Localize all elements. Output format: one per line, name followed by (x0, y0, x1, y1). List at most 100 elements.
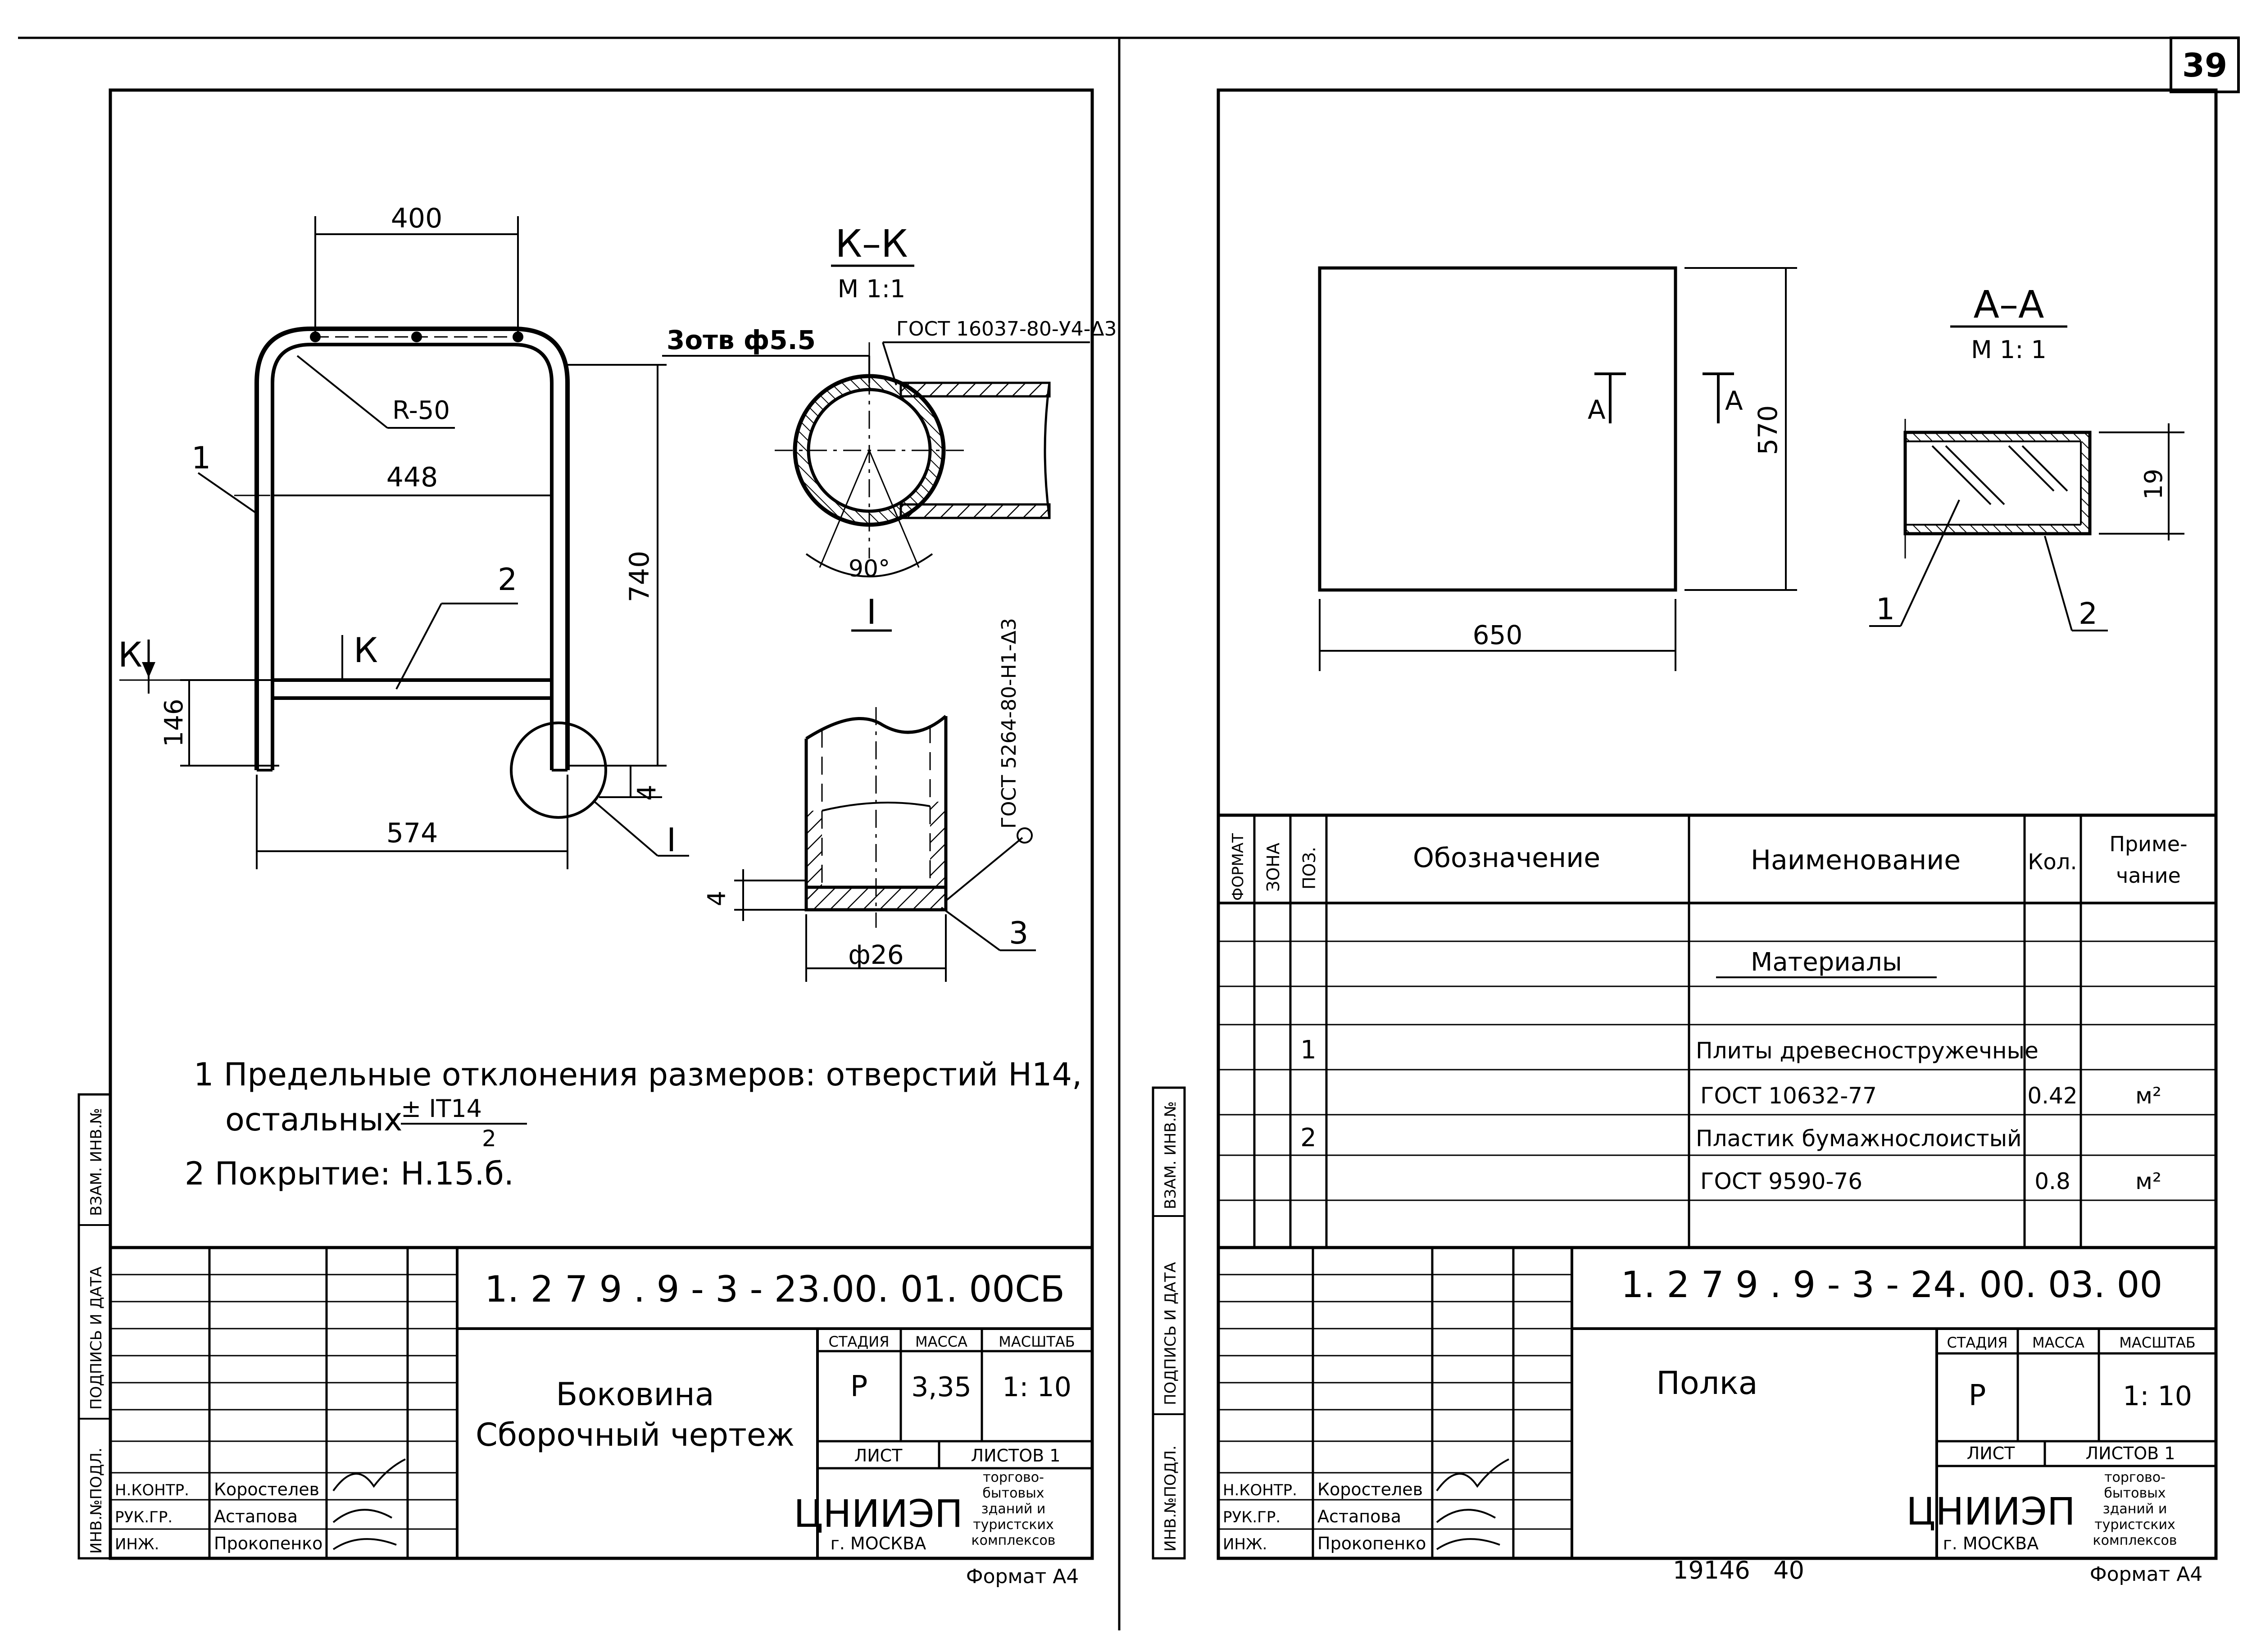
left-role-0: Н.КОНТР. (115, 1481, 189, 1499)
dim-448: 448 (386, 462, 438, 493)
left-side-stamp: ИНВ.№ПОДЛ. ПОДПИСЬ И ДАТА ВЗАМ. ИНВ.№ (77, 1093, 112, 1560)
right-org-desc-0: торгово- (2104, 1470, 2166, 1485)
section-aa-title: А–А (1974, 282, 2044, 327)
spec-table (1217, 813, 2218, 1249)
left-h-stage: СТАДИЯ (829, 1333, 890, 1350)
right-person-0: Коростелев (1317, 1480, 1423, 1499)
right-sheet: ЛИСТ (1967, 1443, 2016, 1463)
dim-740: 740 (624, 551, 655, 603)
node-detail-view (734, 707, 1036, 982)
right-org: ЦНИИЭП (1906, 1489, 2075, 1534)
cut-a-left: А (1588, 395, 1606, 425)
spec-h-format: ФОРМАТ (1229, 833, 1247, 901)
spec-h-pos: ПОЗ. (1299, 847, 1319, 890)
left-person-1: Астапова (214, 1507, 298, 1526)
right-org-desc-3: туристских (2094, 1517, 2175, 1533)
note-1: 1 Предельные отклонения размеров: отверс… (194, 1056, 1082, 1093)
right-title-block (1217, 1246, 2218, 1560)
left-role-2: ИНЖ. (115, 1535, 159, 1553)
spec-row-1-qty: 0.42 (2027, 1083, 2077, 1109)
pos-label-3: 3 (1009, 916, 1028, 951)
left-role-1: РУК.ГР. (115, 1508, 173, 1526)
spec-row-1-name: ГОСТ 10632-77 (1700, 1083, 1877, 1109)
left-stage: Р (850, 1370, 868, 1403)
shelf-plan-view (1318, 266, 1797, 671)
right-h-mass: МАССА (2032, 1334, 2084, 1351)
side-label-replace: ВЗАМ. ИНВ.№ (87, 1108, 105, 1216)
spec-h-designation: Обозначение (1413, 842, 1600, 874)
dim-d26: ф26 (848, 939, 904, 970)
left-org: ЦНИИЭП (794, 1492, 963, 1536)
r-side-label-inv: ИНВ.№ПОДЛ. (1162, 1445, 1180, 1552)
left-title-block (109, 1246, 1094, 1560)
note-1-tol: ± IT14 (401, 1094, 482, 1123)
spec-materials: Материалы (1751, 948, 1902, 977)
section-aa-scale: М 1: 1 (1971, 336, 2047, 364)
right-org-desc-2: зданий и (2103, 1501, 2167, 1517)
left-org-desc-0: торгово- (983, 1470, 1044, 1485)
right-sheet: ИНВ.№ПОДЛ. ПОДПИСЬ И ДАТА ВЗАМ. ИНВ.№ 65… (1152, 88, 2218, 1586)
spec-h-qty: Кол. (2028, 849, 2077, 875)
spec-row-2-name: Пластик бумажнослоистый (1696, 1126, 2022, 1152)
r-side-label-sign: ПОДПИСЬ И ДАТА (1162, 1262, 1180, 1405)
right-role-0: Н.КОНТР. (1223, 1481, 1297, 1499)
right-code: 1. 2 7 9 . 9 - 3 - 24. 00. 03. 00 (1621, 1264, 2163, 1306)
right-format: Формат А4 (2090, 1563, 2203, 1586)
dim-570: 570 (1753, 405, 1783, 455)
note-1-rest: остальных (225, 1101, 402, 1138)
left-sheets: ЛИСТОВ 1 (971, 1446, 1061, 1466)
spec-row-1-note: м² (2135, 1083, 2161, 1109)
dim-4-detail: 4 (703, 891, 731, 906)
side-label-sign: ПОДПИСЬ И ДАТА (87, 1266, 105, 1410)
node-label: I (667, 821, 676, 859)
left-code: 1. 2 7 9 . 9 - 3 - 23.00. 01. 00СБ (485, 1268, 1065, 1310)
left-city: г. МОСКВА (831, 1534, 926, 1553)
dim-19: 19 (2139, 469, 2168, 500)
spec-h-name: Наименование (1751, 844, 1961, 876)
dim-r50: R-50 (392, 396, 450, 425)
spec-h-zone: ЗОНА (1263, 843, 1283, 892)
pos-label-1: 1 (191, 440, 211, 476)
left-org-desc-2: зданий и (981, 1501, 1046, 1517)
right-org-desc-4: комплексов (2093, 1533, 2177, 1548)
section-kk-title: К–К (835, 222, 908, 266)
section-k-left: К (118, 635, 142, 675)
dim-4-frame: 4 (632, 785, 662, 801)
left-format: Формат А4 (966, 1565, 1079, 1588)
right-side-stamp: ИНВ.№ПОДЛ. ПОДПИСЬ И ДАТА ВЗАМ. ИНВ.№ (1152, 1086, 1186, 1560)
left-person-0: Коростелев (214, 1480, 319, 1499)
right-person-2: Прокопенко (1317, 1534, 1426, 1553)
spec-row-0-name: Плиты древесностружечные (1696, 1038, 2039, 1064)
section-kk-scale: М 1:1 (838, 275, 906, 303)
right-org-desc-1: бытовых (2104, 1485, 2166, 1501)
spec-row-2-pos: 2 (1300, 1123, 1317, 1153)
page-number: 39 (2182, 46, 2227, 84)
left-h-mass: МАССА (915, 1333, 967, 1350)
aa-pos-2: 2 (2079, 596, 2098, 631)
spec-row-3-note: м² (2135, 1168, 2161, 1194)
right-person-1: Астапова (1317, 1507, 1401, 1526)
aa-pos-1: 1 (1876, 592, 1895, 626)
gost-weld-vertical: ГОСТ 5264-80-Н1-Δ3 (998, 618, 1021, 829)
section-k-right: К (354, 630, 378, 670)
node-detail-label: I (867, 592, 876, 632)
r-side-label-replace: ВЗАМ. ИНВ.№ (1162, 1101, 1180, 1209)
dim-146: 146 (159, 699, 189, 747)
holes-note: 3отв ф5.5 (667, 325, 816, 355)
frame-view (254, 327, 607, 819)
left-name-2: Сборочный чертеж (476, 1416, 795, 1453)
spec-row-0-pos: 1 (1300, 1035, 1317, 1065)
left-name-1: Боковина (556, 1376, 714, 1413)
spec-row-3-qty: 0.8 (2034, 1168, 2070, 1194)
left-person-2: Прокопенко (214, 1534, 322, 1553)
right-h-stage: СТАДИЯ (1947, 1334, 2008, 1351)
left-sheet: ИНВ.№ПОДЛ. ПОДПИСЬ И ДАТА ВЗАМ. ИНВ.№ (77, 88, 1117, 1588)
right-stage: Р (1969, 1379, 1986, 1412)
left-org-desc-4: комплексов (971, 1533, 1055, 1548)
notes-block: 1 Предельные отклонения размеров: отверс… (185, 1056, 1082, 1192)
spec-row-3-name: ГОСТ 9590-76 (1700, 1168, 1862, 1194)
side-label-inv: ИНВ.№ПОДЛ. (87, 1448, 105, 1554)
left-org-desc-3: туристских (973, 1517, 1054, 1533)
section-kk-view (662, 264, 1090, 632)
left-sheet: ЛИСТ (854, 1446, 903, 1466)
